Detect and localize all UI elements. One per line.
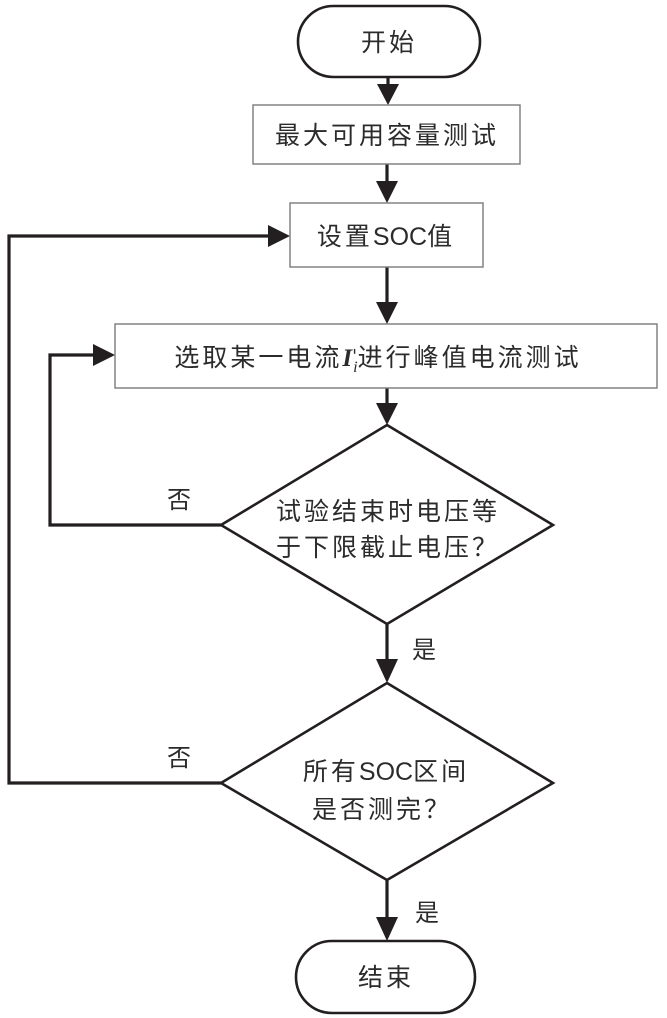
set-soc-label: 设置SOC值: [317, 222, 455, 251]
voltage-check-yes-label: 是: [412, 636, 436, 664]
peak-current-test-label: 选取某一电流I'i进行峰值电流测试: [174, 343, 581, 376]
end-terminal-shape: [294, 939, 477, 1015]
current-subscript: i: [353, 359, 357, 376]
voltage-check-diamond: [218, 423, 556, 626]
peak-current-test-node: 选取某一电流I'i进行峰值电流测试: [114, 323, 658, 389]
peak-current-test-box: [114, 323, 658, 389]
start-node: 开始: [296, 4, 482, 79]
arrowhead-start-to-capacity-test: [377, 84, 399, 105]
end-node: 结束: [294, 939, 477, 1015]
set-soc-label-suffix: 值: [427, 222, 455, 251]
end-label: 结束: [358, 963, 414, 992]
voltage-check-node: 试验结束时电压等 于下限截止电压？: [218, 423, 556, 626]
arrowhead-peak-test-to-voltage-check: [376, 403, 398, 425]
set-soc-box: [289, 202, 484, 268]
voltage-check-line1: 试验结束时电压等: [276, 497, 500, 526]
soc-check-line1: 所有SOC区间: [303, 757, 469, 786]
capacity-test-label: 最大可用容量测试: [275, 121, 499, 150]
connector-voltage-check-no-loop: [48, 353, 221, 527]
capacity-test-box: [252, 104, 521, 165]
current-prime: ': [352, 346, 357, 367]
start-label: 开始: [361, 28, 417, 57]
connector-soc-check-no-loop: [7, 234, 271, 785]
arrowhead-capacity-test-to-set-soc: [376, 181, 398, 203]
start-terminal-shape: [296, 4, 482, 79]
voltage-check-no-label: 否: [167, 486, 191, 514]
soc-check-diamond: [218, 681, 556, 882]
peak-test-label-suffix: 进行峰值电流测试: [358, 343, 582, 372]
arrowhead-voltage-check-yes: [376, 659, 398, 683]
arrowhead-voltage-check-no-loop: [93, 344, 115, 366]
soc-check-line1-soc: SOC: [359, 758, 413, 786]
arrowhead-soc-check-no-loop: [268, 225, 290, 247]
voltage-check-line2: 于下限截止电压？: [276, 533, 500, 562]
soc-check-no-label: 否: [167, 744, 191, 772]
current-symbol: I: [341, 345, 353, 372]
set-soc-label-prefix: 设置: [317, 222, 373, 251]
arrowhead-set-soc-to-peak-test: [376, 302, 398, 324]
soc-check-line1-suffix: 区间: [413, 757, 469, 786]
set-soc-label-soc: SOC: [373, 223, 427, 251]
soc-check-line1-prefix: 所有: [303, 757, 359, 786]
soc-check-yes-label: 是: [415, 899, 439, 927]
arrowhead-soc-check-yes: [376, 917, 398, 941]
peak-test-label-prefix: 选取某一电流: [174, 343, 342, 372]
capacity-test-node: 最大可用容量测试: [252, 104, 521, 165]
soc-check-node: 所有SOC区间 是否测完？: [218, 681, 556, 882]
set-soc-node: 设置SOC值: [289, 202, 484, 268]
soc-check-line2: 是否测完？: [312, 795, 452, 824]
